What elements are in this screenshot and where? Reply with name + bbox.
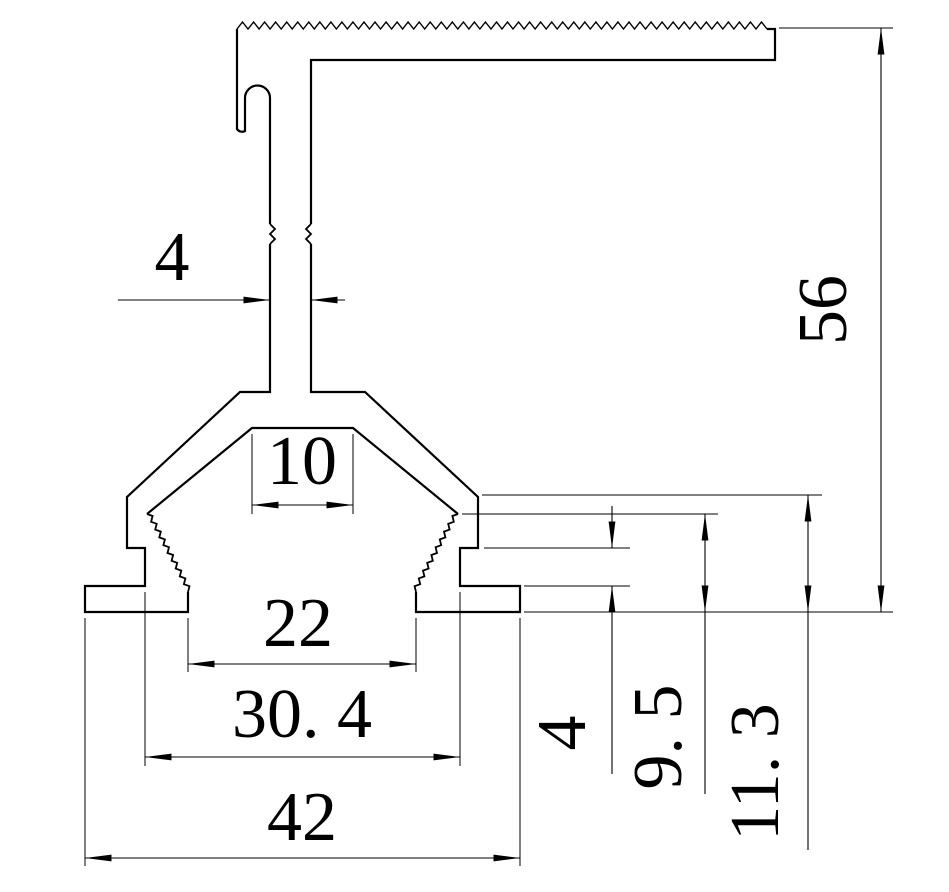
dim-serration-zone-height: 9. 5: [462, 513, 718, 794]
dim-label-overall-width: 42: [267, 779, 337, 856]
dim-channel-max-width: 30. 4: [144, 592, 461, 766]
dim-label-serration-zone-height: 9. 5: [620, 685, 697, 790]
dim-overall-height: 56: [524, 27, 893, 613]
dim-overall-width: 42: [84, 618, 521, 866]
dim-channel-opening-width: 22: [187, 585, 417, 672]
dim-label-shoulder-height: 11. 3: [717, 703, 794, 840]
dim-clamp-groove-height: 4: [484, 506, 630, 774]
dim-shoulder-height: 11. 3: [482, 494, 822, 850]
dim-label-stem-width: 4: [155, 219, 190, 296]
dim-label-cavity-top-width: 10: [267, 423, 337, 500]
stem-break-mark-left: [268, 223, 277, 245]
profile-outline: [83, 27, 777, 614]
left-wall-serration: [146, 513, 191, 593]
stem-break-mark-right: [304, 223, 313, 245]
right-wall-serration: [413, 513, 459, 593]
dim-label-channel-opening-width: 22: [263, 585, 333, 662]
dim-label-overall-height: 56: [785, 275, 862, 345]
dim-cavity-top-width: 10: [251, 423, 354, 514]
flange-serration: [236, 20, 768, 31]
dim-label-channel-max-width: 30. 4: [232, 676, 372, 753]
dim-label-clamp-groove-height: 4: [524, 716, 601, 751]
dim-stem-width: 4: [118, 219, 345, 304]
